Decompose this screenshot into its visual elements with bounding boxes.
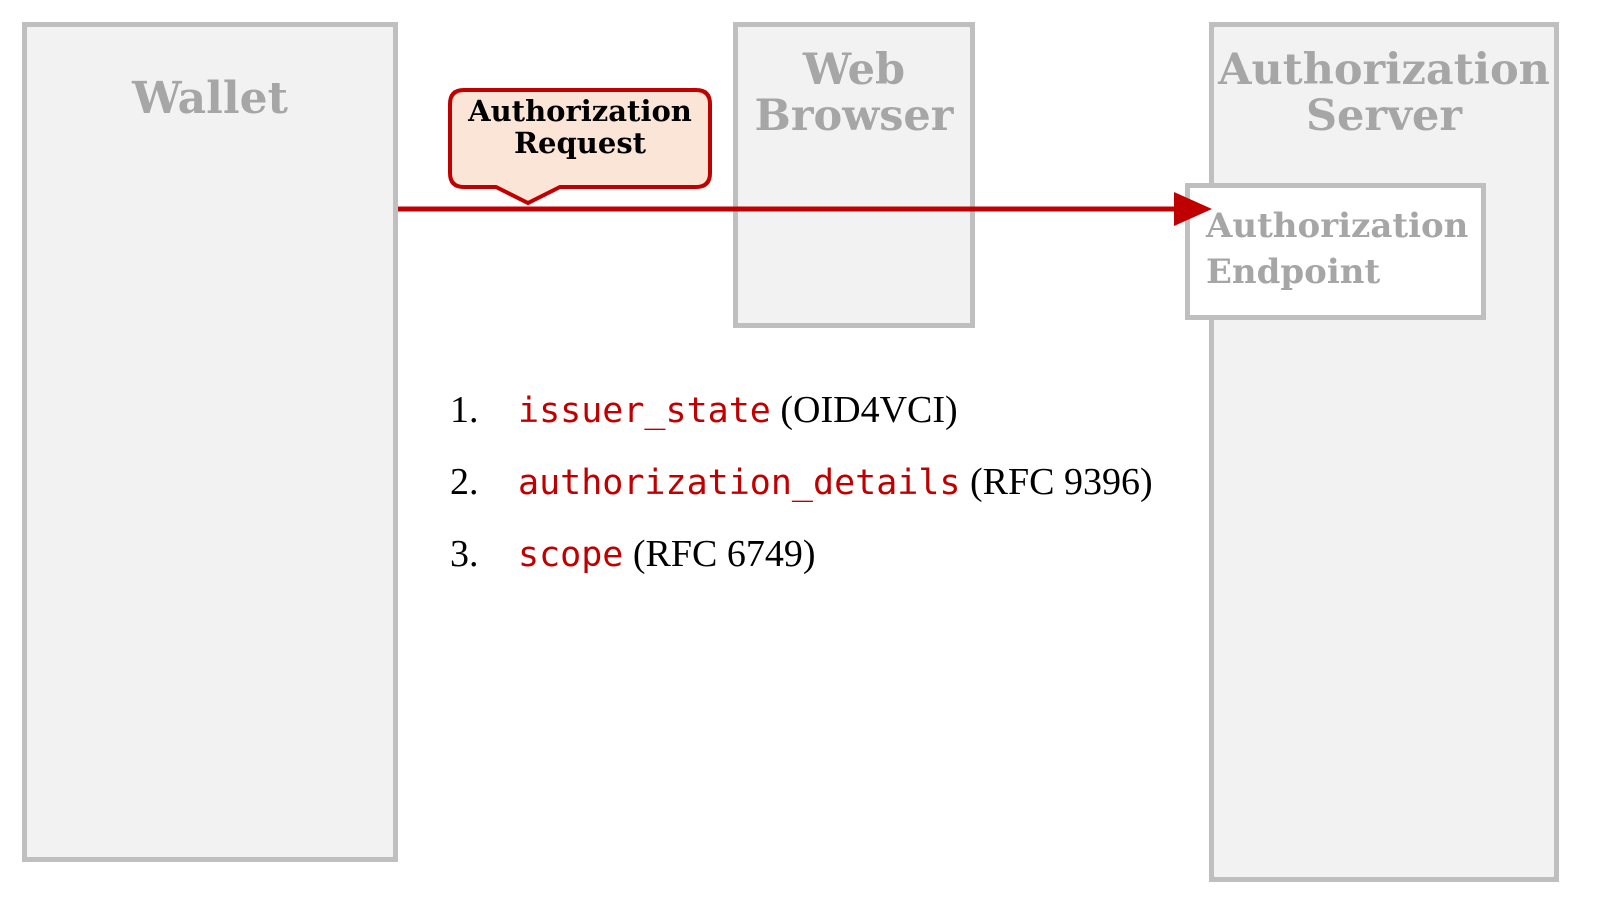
parameter-source: (OID4VCI) [780,389,958,431]
authorization-server-lane: Authorization Server [1209,22,1559,882]
parameter-name: issuer_state [518,391,771,431]
authorization-server-title: Authorization Server [1214,47,1554,140]
parameter-item-scope: 3. scope (RFC 6749) [450,532,1153,604]
authorization-parameters-list: 1. issuer_state (OID4VCI) 2. authorization… [450,388,1153,604]
web-browser-title: Web Browser [738,47,970,140]
authorization-server-title-line1: Authorization [1218,45,1550,95]
authorization-server-title-line2: Server [1305,91,1463,142]
authorization-request-line1: Authorization [468,94,692,128]
authorization-request-callout [448,88,712,206]
authorization-request-label: Authorization Request [448,94,712,160]
request-arrowhead [1174,192,1212,226]
parameter-name: authorization_details [518,463,961,503]
parameter-source: (RFC 6749) [632,533,816,575]
parameter-number: 2. [450,461,479,503]
authorization-endpoint-line1: Authorization [1206,206,1469,246]
wallet-title: Wallet [132,73,288,124]
authorization-request-line2: Request [513,125,647,160]
parameter-item-authorization-details: 2. authorization_details (RFC 9396) [450,460,1153,532]
parameter-number: 3. [450,533,479,575]
authorization-endpoint-line2: Endpoint [1206,251,1381,292]
web-browser-lane: Web Browser [733,22,975,328]
authorization-endpoint-box: Authorization Endpoint [1185,183,1486,320]
parameter-item-issuer-state: 1. issuer_state (OID4VCI) [450,388,1153,460]
parameter-name: scope [518,535,624,575]
wallet-lane: Wallet [22,22,398,862]
parameter-number: 1. [450,389,479,431]
web-browser-title-line2: Browser [754,91,954,142]
parameter-source: (RFC 9396) [970,461,1153,503]
web-browser-title-line1: Web [802,45,906,95]
